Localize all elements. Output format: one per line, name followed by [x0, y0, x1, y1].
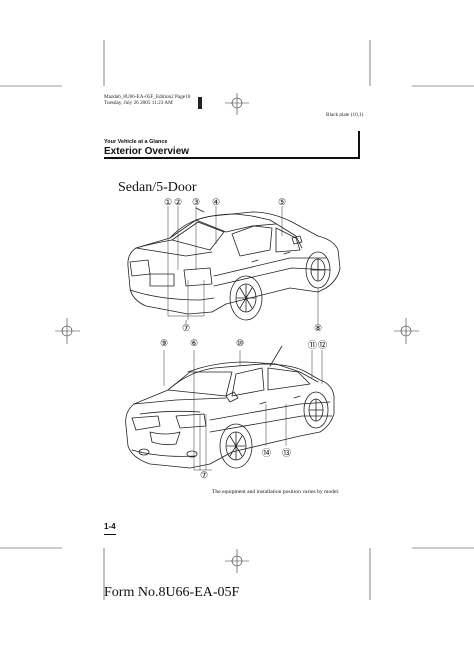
page-number-rule [104, 534, 116, 535]
print-info-line2: Tuesday, July 26 2005 11:23 AM [104, 100, 173, 107]
callout-14: ⑭ [262, 448, 272, 458]
form-number: Form No.8U66-EA-05F [104, 585, 240, 600]
callout-10: ⑩ [236, 338, 245, 348]
callout-13: ⑬ [282, 448, 292, 458]
callout-5: ⑤ [278, 197, 287, 207]
title-side-rule [358, 131, 360, 159]
callout-11: ⑪ [308, 340, 318, 350]
callout-7-front: ⑦ [200, 470, 209, 480]
callout-7-rear: ⑦ [182, 323, 191, 333]
breadcrumb: Your Vehicle at a Glance [104, 139, 168, 145]
callout-4: ④ [212, 197, 221, 207]
callout-8: ⑧ [314, 323, 323, 333]
figure-heading: Sedan/5-Door [118, 180, 197, 195]
figure-note: The equipment and installation position … [212, 489, 340, 495]
callout-1: ① [164, 197, 173, 207]
title-rule [104, 157, 358, 159]
callout-3: ③ [192, 197, 201, 207]
callout-12: ⑫ [318, 340, 328, 350]
callout-6: ⑥ [190, 338, 199, 348]
plate-info: Black plate (10,1) [326, 112, 364, 118]
page-title: Exterior Overview [104, 146, 190, 157]
print-info-line1: Mazda6_8U66-EA-05F_Edition2 Page10 [104, 94, 191, 100]
page-number: 1-4 [104, 522, 116, 531]
callout-9: ⑨ [160, 338, 169, 348]
print-info: Mazda6_8U66-EA-05F_Edition2 Page10 Tuesd… [104, 94, 190, 107]
registration-marks [55, 93, 419, 573]
callout-2: ② [174, 197, 183, 207]
